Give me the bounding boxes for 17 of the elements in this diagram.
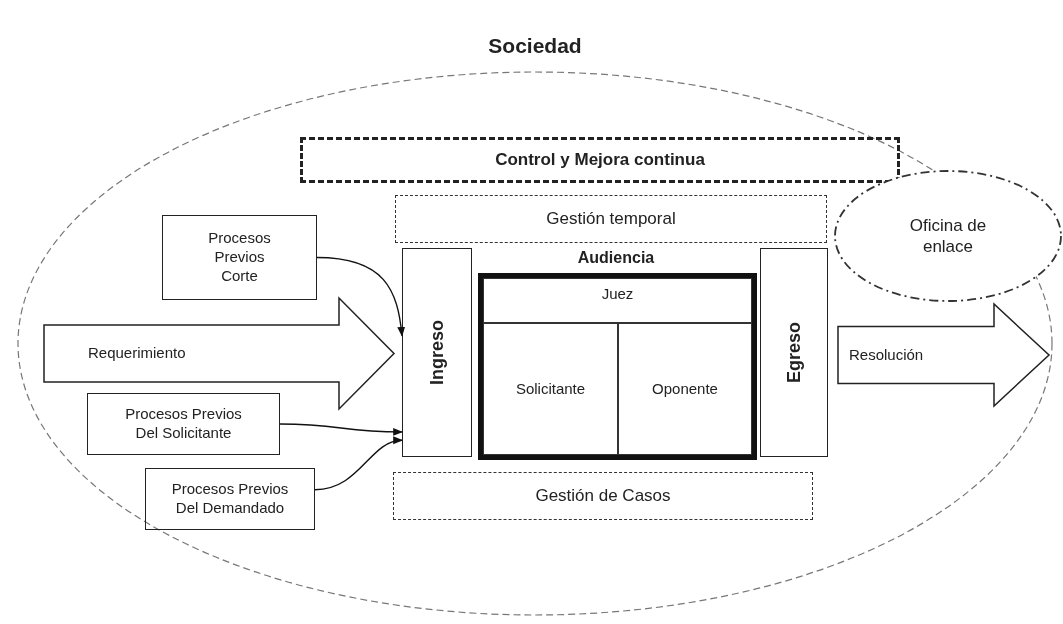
group-heading: Sociedad	[488, 33, 582, 59]
process-box: Procesos Previos Del Demandado	[145, 468, 315, 530]
dashed-box: Control y Mejora continua	[300, 137, 900, 183]
role-box: Solicitante	[483, 323, 618, 455]
process-box: Egreso	[760, 248, 828, 457]
curved-arrow	[314, 437, 403, 491]
curved-arrow	[316, 256, 405, 337]
process-box: Procesos Previos Corte	[162, 215, 317, 300]
process-box: Ingreso	[402, 248, 472, 457]
dashed-box: Gestión de Casos	[393, 472, 813, 520]
role-box: Oponente	[618, 323, 752, 455]
role-box: Juez	[483, 278, 752, 323]
pointed-banner: Resolución	[837, 303, 1050, 407]
group-heading: Audiencia	[577, 248, 655, 268]
process-box: Procesos Previos Del Solicitante	[87, 393, 280, 455]
dashed-box: Gestión temporal	[395, 195, 827, 243]
curved-arrow	[279, 423, 403, 436]
